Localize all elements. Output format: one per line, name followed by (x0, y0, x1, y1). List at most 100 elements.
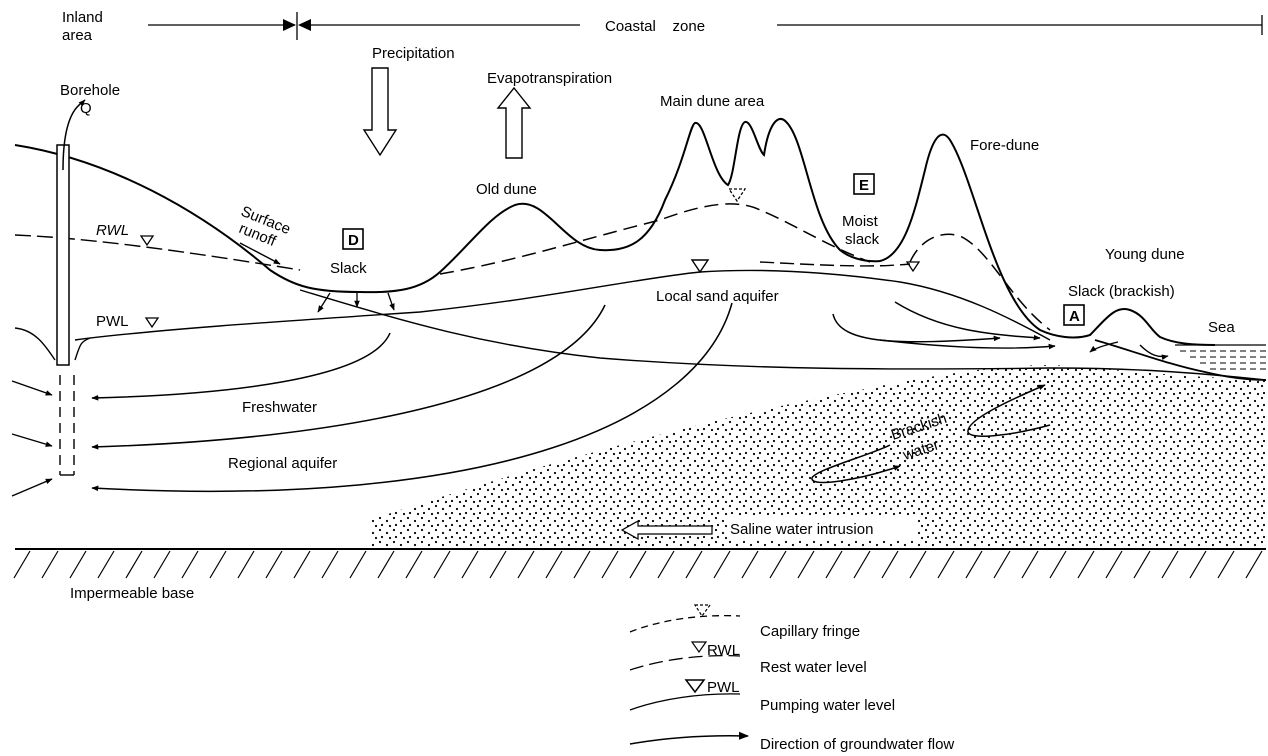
box-a: A (1063, 304, 1085, 326)
legend-capillary-label: Capillary fringe (760, 623, 860, 640)
impermeable-base (13, 548, 1266, 579)
inland-area-label-1: Inland (62, 9, 103, 26)
inflow-arrow-2 (11, 433, 53, 447)
young-dune-label: Young dune (1105, 246, 1185, 263)
hatch-mark (937, 550, 955, 579)
freshwater-label: Freshwater (242, 399, 317, 416)
hatch-mark (1161, 550, 1179, 579)
hatch-mark (1245, 550, 1263, 579)
hatch-mark (573, 550, 591, 579)
precipitation-label: Precipitation (372, 45, 455, 62)
hatch-mark (209, 550, 227, 579)
regional-aquifer-label: Regional aquifer (228, 455, 337, 472)
hatch-mark (97, 550, 115, 579)
aquifer-boundary-line (299, 289, 1267, 381)
legend-rwl-line (629, 654, 741, 671)
capillary-fringe-line-fore (909, 233, 1051, 331)
hatch-mark (1049, 550, 1067, 579)
hatch-mark (713, 550, 731, 579)
hatch-mark (489, 550, 507, 579)
pwl-marker-dune (690, 259, 710, 274)
pumping-water-level-line (74, 269, 1051, 341)
hatch-mark (321, 550, 339, 579)
rwl-label: RWL (96, 222, 129, 239)
moist-slack-label-2: slack (845, 231, 880, 248)
hatch-mark (237, 550, 255, 579)
sea-surface (1175, 344, 1266, 370)
box-d: D (342, 228, 364, 250)
slack-arrow-3 (387, 292, 395, 311)
hatch-mark (41, 550, 59, 579)
legend-pwl-label: Pumping water level (760, 697, 895, 714)
hatch-mark (69, 550, 87, 579)
hatch-mark (461, 550, 479, 579)
box-e: E (853, 173, 875, 195)
flow-arrow-to-slack-1 (832, 313, 1001, 343)
hatch-mark (1189, 550, 1207, 579)
sea-label: Sea (1208, 319, 1235, 336)
capillary-marker-dune (727, 188, 747, 203)
rest-water-level-line (14, 234, 301, 271)
hatch-mark (377, 550, 395, 579)
flow-arrow-dune-right (1139, 344, 1169, 360)
evapotranspiration-arrow (496, 86, 532, 159)
hatch-mark (433, 550, 451, 579)
saline-intrusion-arrow (620, 519, 713, 541)
surface-runoff-arrow (239, 242, 281, 265)
legend-capillary-line (629, 615, 741, 633)
hatch-mark (881, 550, 899, 579)
sea-floor (1094, 339, 1267, 381)
brackish-circulation-lower (811, 444, 901, 484)
moist-slack-label-1: Moist (842, 213, 879, 230)
slack-label: Slack (330, 260, 367, 277)
legend-pwl-line (629, 693, 741, 711)
pwl-label: PWL (96, 313, 129, 330)
hatch-mark (349, 550, 367, 579)
hatch-mark (685, 550, 703, 579)
inflow-arrow-3 (11, 478, 53, 497)
zone-scale (148, 12, 1263, 40)
hatch-mark (657, 550, 675, 579)
hatch-mark (993, 550, 1011, 579)
flow-arrow-to-slack-2 (894, 301, 1041, 341)
rwl-marker-slack (905, 261, 921, 273)
hatch-mark (965, 550, 983, 579)
old-dune-label: Old dune (476, 181, 537, 198)
borehole-label-2: Q (80, 100, 92, 117)
local-aquifer-rest-line (759, 261, 911, 267)
hatch-mark (769, 550, 787, 579)
hatch-mark (853, 550, 871, 579)
legend-flow-label: Direction of groundwater flow (760, 736, 954, 753)
svg-text:A: A (1069, 308, 1080, 325)
coastal-zone-label: Coastal zone (605, 18, 705, 35)
flow-arrow-freshwater (91, 332, 391, 401)
flow-arrow-regional (91, 304, 606, 450)
hatch-mark (601, 550, 619, 579)
legend-pwl-marker (684, 679, 706, 694)
ground-surface (14, 117, 1216, 346)
brackish-circulation-upper (967, 384, 1051, 437)
hatch-mark (629, 550, 647, 579)
flow-arrow-dune-left (1089, 341, 1119, 353)
inflow-arrow-1 (11, 380, 53, 396)
hatch-mark (125, 550, 143, 579)
legend-rwl-label: Rest water level (760, 659, 867, 676)
pwl-marker (144, 317, 160, 329)
precipitation-arrow (362, 67, 398, 157)
legend-rwl-marker (690, 641, 708, 654)
legend-capillary-marker (693, 604, 712, 618)
hatch-mark (1217, 550, 1235, 579)
svg-text:E: E (859, 177, 869, 194)
hatch-mark (741, 550, 759, 579)
hatch-mark (1077, 550, 1095, 579)
impermeable-base-label: Impermeable base (70, 585, 194, 602)
capillary-fringe-line (439, 203, 871, 275)
hatch-mark (545, 550, 563, 579)
main-dune-area-label: Main dune area (660, 93, 765, 110)
svg-text:D: D (348, 232, 359, 249)
legend-pwl-symbol: PWL (707, 679, 740, 696)
slack-arrow-1 (317, 292, 331, 313)
hatch-mark (1021, 550, 1039, 579)
legend-flow-arrow (629, 731, 749, 745)
evapotranspiration-label: Evapotranspiration (487, 70, 612, 87)
